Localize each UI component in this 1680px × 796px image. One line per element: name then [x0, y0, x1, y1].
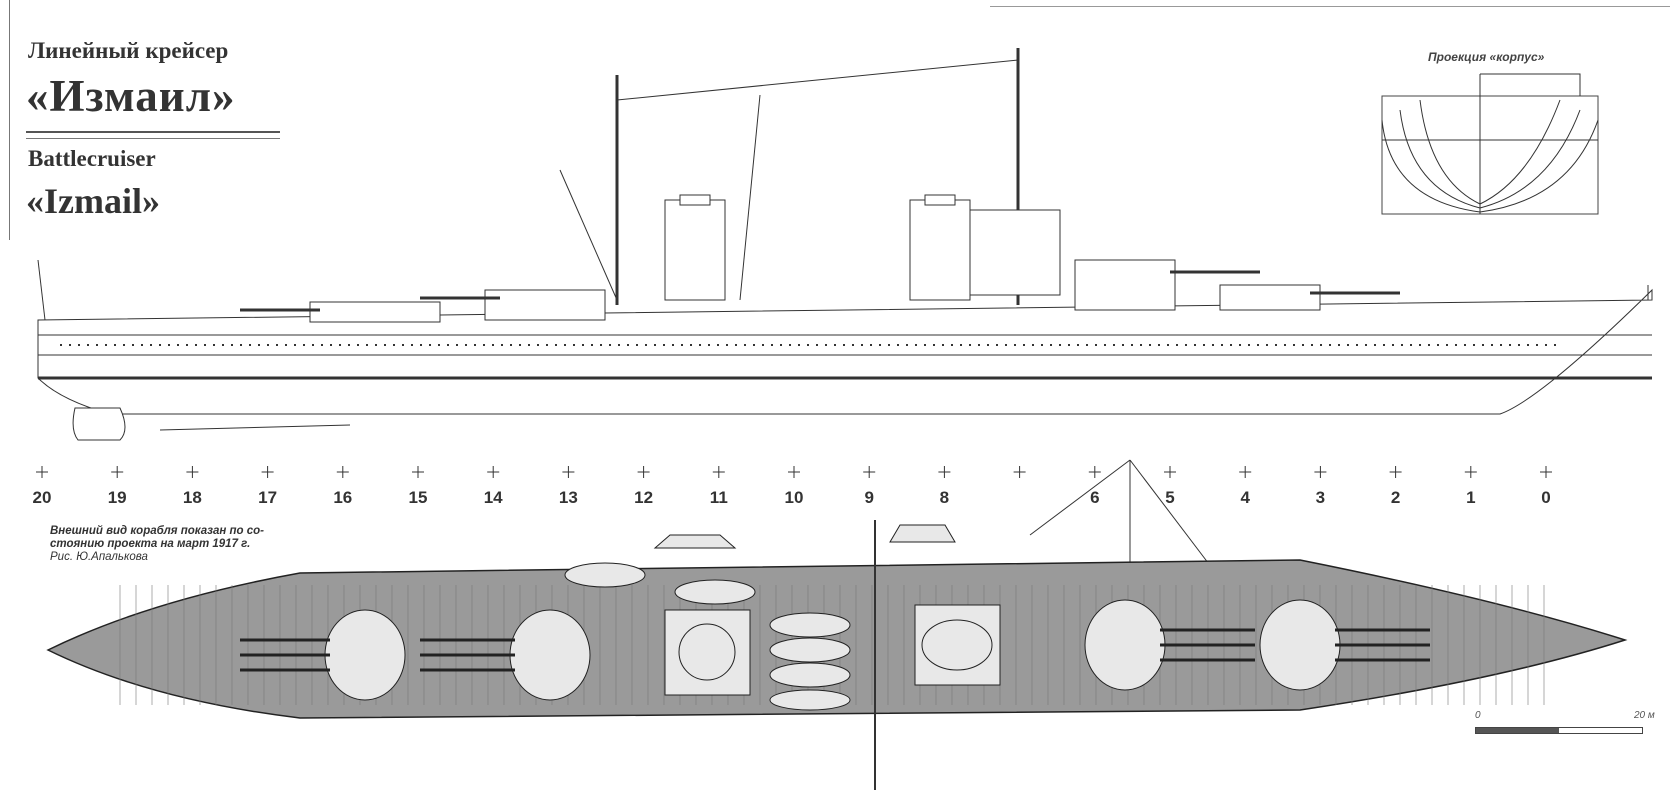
- frame-cross: [336, 466, 349, 478]
- drawing-note: Внешний вид корабля показан по со- стоян…: [50, 525, 264, 564]
- deck-plan: [46, 559, 1628, 719]
- frame-number: 3: [1315, 488, 1326, 507]
- frame-cross: [1540, 466, 1552, 478]
- frame-cross: [412, 466, 424, 478]
- title-divider: [26, 131, 280, 139]
- frame-cross: [111, 466, 124, 478]
- border-line: [9, 0, 10, 240]
- turret-3: [509, 609, 591, 701]
- title-en-name: «Izmail»: [26, 181, 160, 221]
- frame-number: 10: [784, 488, 804, 507]
- funnel-aft: [664, 199, 726, 301]
- top-view: [46, 520, 1628, 790]
- note-credit: Рис. Ю.Апалькова: [50, 551, 148, 563]
- title-ru-name: «Измаил»: [26, 71, 236, 121]
- side-view: [37, 48, 1653, 441]
- frame-number: 0: [1541, 488, 1551, 507]
- funnel-fore: [909, 199, 971, 301]
- body-plan: [1381, 73, 1599, 215]
- frame-number: 5: [1165, 488, 1175, 507]
- frame-number: 16: [333, 488, 353, 507]
- frame-cross: [863, 466, 876, 478]
- frame-cross: [186, 466, 199, 478]
- frame-cross: [1314, 466, 1327, 478]
- note-line-2: стоянию проекта на март 1917 г.: [50, 538, 251, 550]
- turret-4: [324, 609, 406, 701]
- rudder: [72, 407, 126, 441]
- frame-cross: [1239, 466, 1252, 478]
- frame-cross: [1013, 466, 1026, 478]
- frame-cross: [487, 466, 500, 478]
- frame-cross: [1164, 466, 1176, 478]
- title-ru-subtitle: Линейный крейсер: [28, 38, 229, 63]
- frame-number: 9: [864, 488, 874, 507]
- scale-start-label: 0: [1475, 710, 1481, 721]
- scale-end-label: 20 м: [1634, 710, 1655, 721]
- frame-marks: [36, 466, 1552, 478]
- frame-number: 19: [107, 488, 127, 507]
- frame-cross: [261, 466, 274, 478]
- frame-cross: [562, 466, 575, 478]
- frame-cross: [36, 466, 48, 478]
- frame-number: 11: [709, 488, 728, 507]
- frame-cross: [1389, 466, 1402, 478]
- scale-bar: [1475, 727, 1643, 734]
- title-en-subtitle: Battlecruiser: [28, 146, 156, 171]
- frame-number: 14: [483, 488, 503, 507]
- turret-2: [1084, 599, 1166, 691]
- hull-side: [37, 288, 1653, 415]
- frame-number: 17: [258, 488, 278, 507]
- frame-cross: [1088, 466, 1101, 478]
- frame-number: 20: [32, 488, 52, 507]
- frame-number: 13: [558, 488, 578, 507]
- turret-1: [1259, 599, 1341, 691]
- frame-cross: [938, 466, 951, 478]
- frame-number: 18: [182, 488, 202, 507]
- body-plan-title: Проекция «корпус»: [1428, 50, 1545, 64]
- frame-cross: [1464, 466, 1477, 478]
- frame-number: 15: [408, 488, 428, 507]
- frame-number: 2: [1390, 488, 1401, 507]
- frame-cross: [637, 466, 650, 478]
- frame-number: 4: [1240, 488, 1250, 507]
- frame-cross: [788, 466, 800, 478]
- frame-number: 12: [634, 488, 654, 507]
- frame-cross: [712, 466, 725, 478]
- frame-number: 6: [1090, 488, 1100, 507]
- frame-number: 8: [939, 488, 950, 507]
- note-line-1: Внешний вид корабля показан по со-: [50, 525, 265, 537]
- frame-number: 1: [1466, 488, 1476, 507]
- border-line: [990, 6, 1670, 7]
